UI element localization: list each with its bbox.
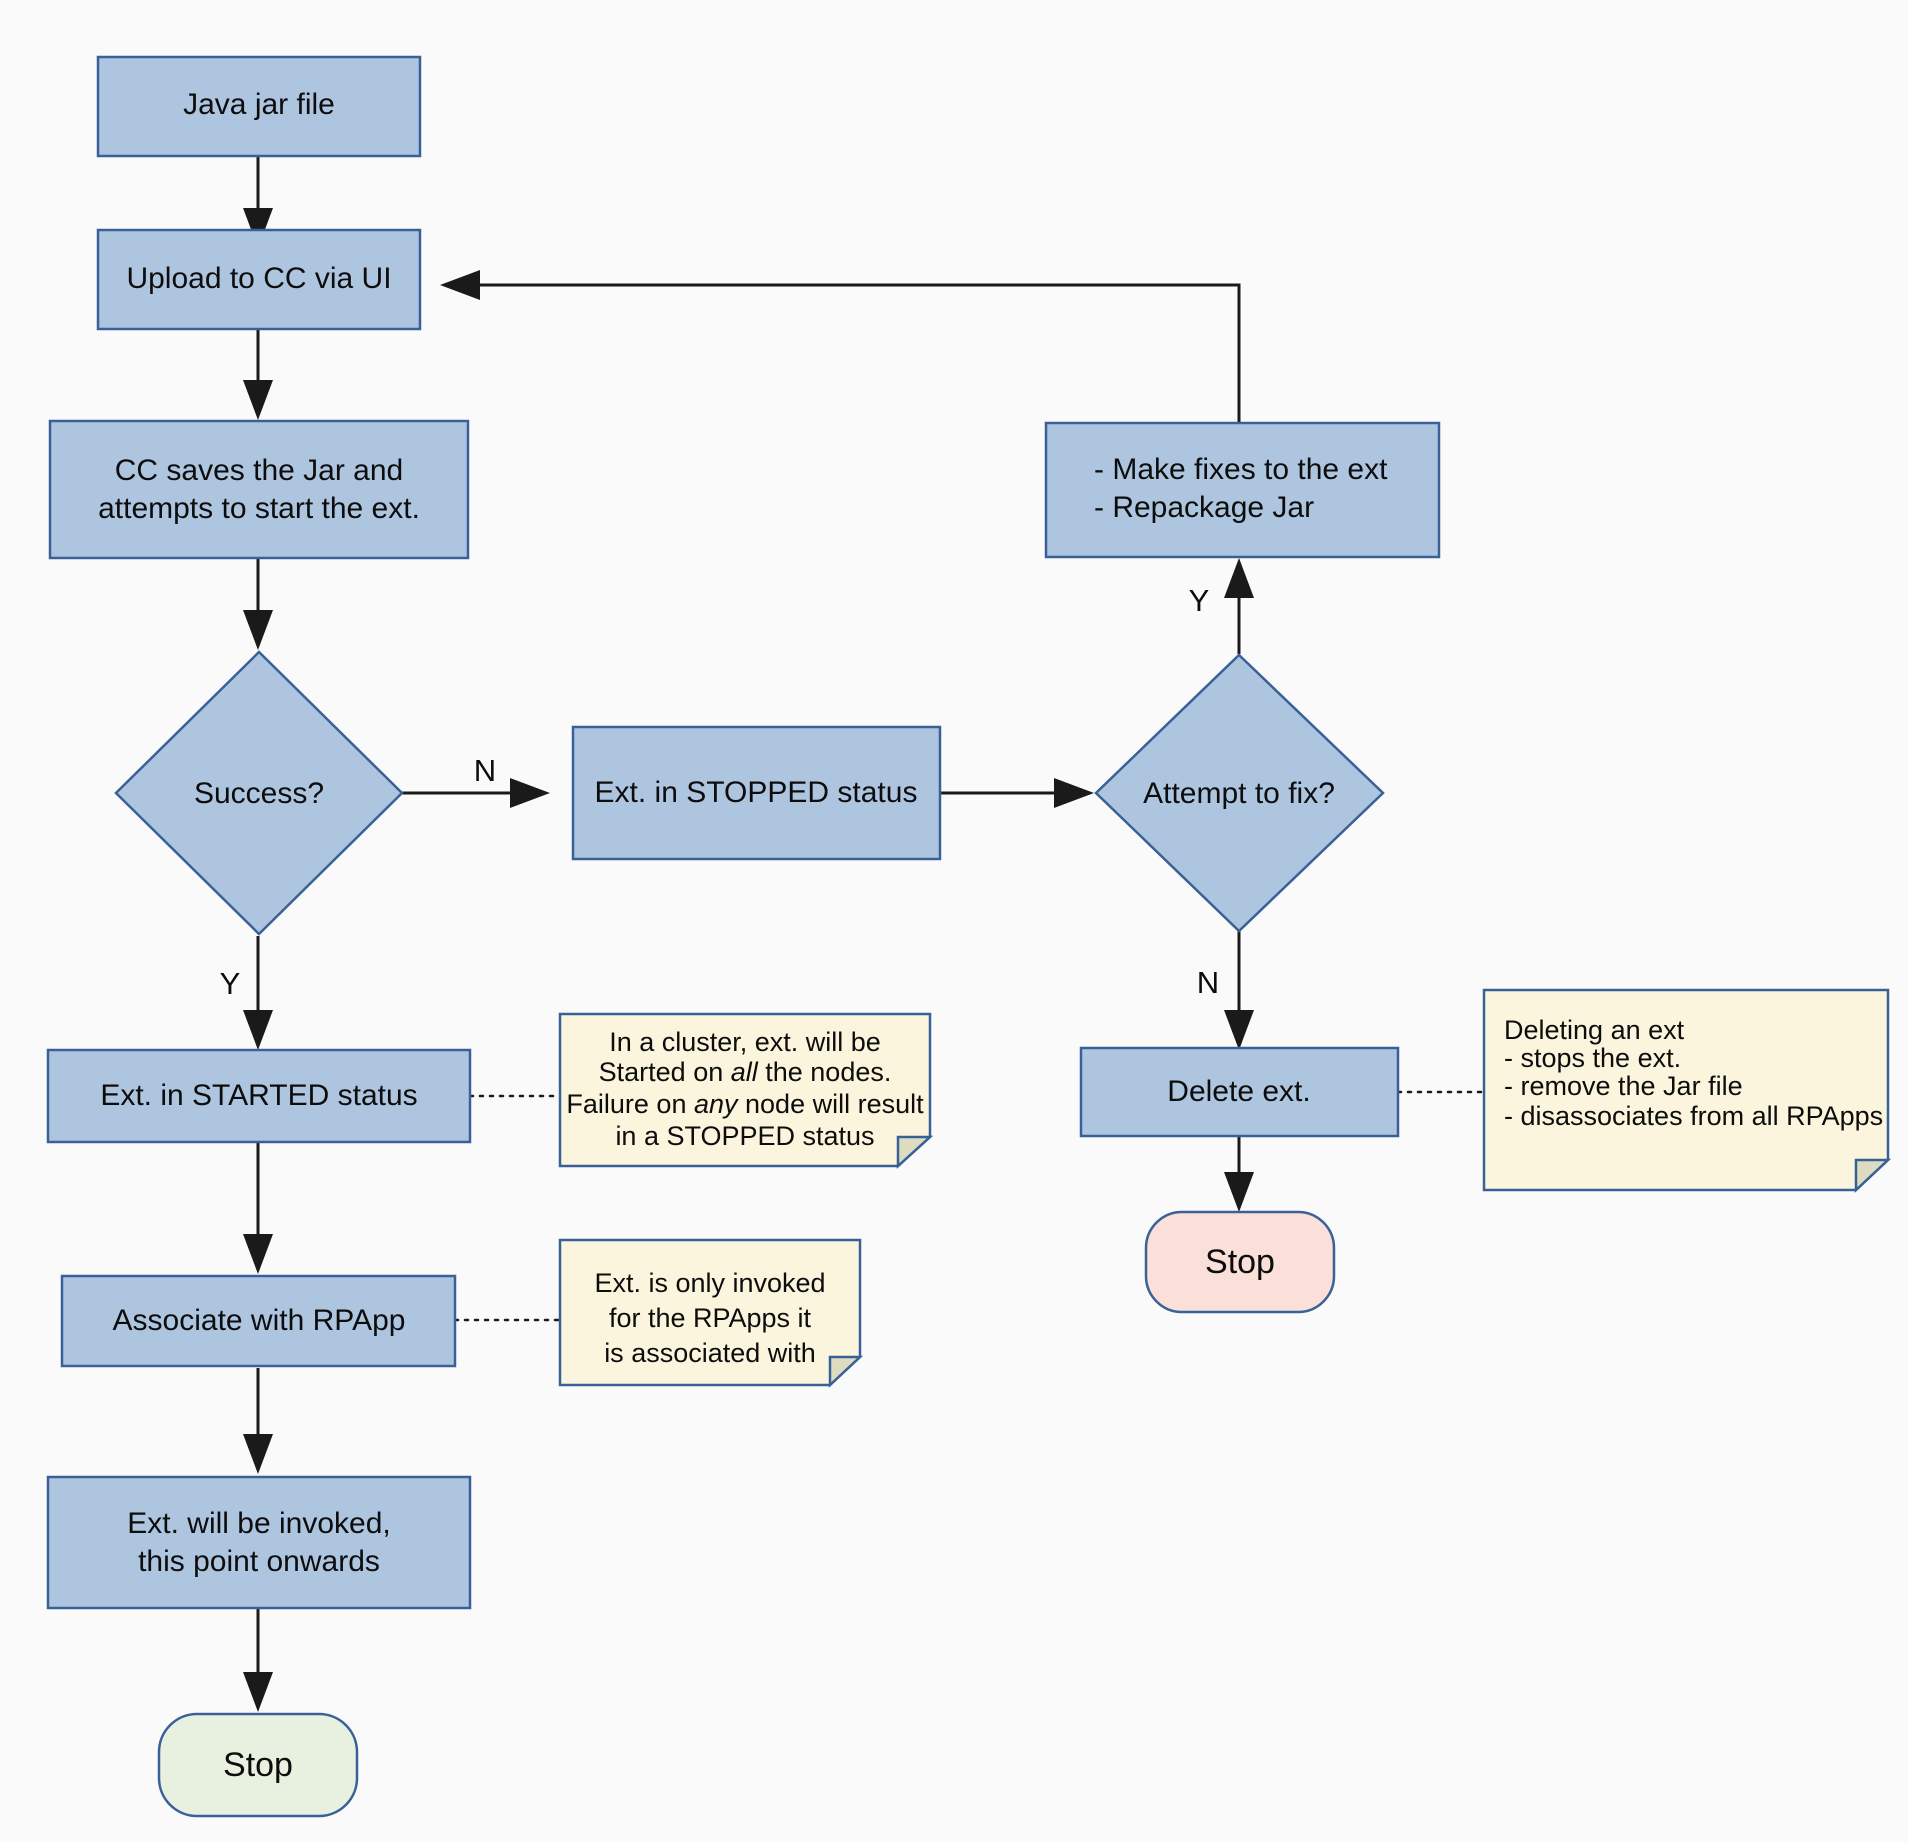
- node-box: [96, 55, 422, 158]
- edge-started-to-associate: [243, 1142, 273, 1274]
- node-label-line1: Ext. will be invoked,: [127, 1507, 390, 1540]
- note-line-3: - remove the Jar file: [1504, 1071, 1743, 1101]
- node-stop-left[interactable]: Stop: [157, 1712, 359, 1818]
- edge-attemptfix-no-to-delete: [1224, 930, 1254, 1050]
- arrowhead: [243, 1434, 273, 1474]
- note-line-2: - stops the ext.: [1504, 1043, 1681, 1073]
- arrowhead: [510, 778, 550, 808]
- node-make-fixes[interactable]: - Make fixes to the ext - Repackage Jar: [1044, 421, 1441, 559]
- node-label: Ext. in STARTED status: [100, 1079, 417, 1112]
- node-label: Associate with RPApp: [113, 1304, 406, 1337]
- arrowhead: [243, 1010, 273, 1050]
- node-attempt-to-fix-decision[interactable]: Attempt to fix?: [1094, 653, 1385, 933]
- note-line-1: Ext. is only invoked: [594, 1268, 825, 1298]
- edge-upload-to-ccsaves: [243, 330, 273, 420]
- note-fold-corner: [1854, 1158, 1892, 1193]
- node-box: [48, 419, 470, 560]
- node-box: [571, 725, 942, 861]
- node-label-line2: - Repackage Jar: [1094, 491, 1314, 524]
- node-label: Stop: [1205, 1243, 1275, 1281]
- arrowhead: [1054, 778, 1094, 808]
- note-line-2: for the RPApps it: [609, 1303, 812, 1333]
- node-label: Delete ext.: [1167, 1075, 1310, 1108]
- note-line-2-b: the nodes.: [758, 1057, 892, 1087]
- node-label-line2: attempts to start the ext.: [98, 492, 420, 525]
- node-box: [96, 228, 422, 331]
- note-line-3-b: node will result: [738, 1089, 925, 1119]
- note-line-1: In a cluster, ext. will be: [609, 1027, 881, 1057]
- node-diamond-shape: [1094, 653, 1385, 933]
- node-label: Success?: [194, 777, 324, 810]
- node-label: Ext. in STOPPED status: [595, 776, 918, 809]
- edge-success-yes-to-started: [243, 936, 273, 1050]
- edge-label-success-no: N: [474, 753, 496, 788]
- note-line-2: Started on all the nodes.: [599, 1057, 892, 1087]
- node-delete-ext[interactable]: Delete ext.: [1079, 1046, 1400, 1138]
- node-label: Upload to CC via UI: [126, 262, 391, 295]
- note-rpapp-invocation: Ext. is only invoked for the RPApps it i…: [558, 1238, 864, 1388]
- node-success-decision[interactable]: Success?: [114, 650, 404, 936]
- arrowhead: [243, 1234, 273, 1274]
- node-upload-to-cc[interactable]: Upload to CC via UI: [96, 228, 422, 331]
- arrowhead: [243, 380, 273, 420]
- note-delete-effects: Deleting an ext - stops the ext. - remov…: [1482, 988, 1892, 1193]
- node-box: [46, 1475, 472, 1610]
- node-box: [1079, 1046, 1400, 1138]
- note-line-4: - disassociates from all RPApps: [1504, 1101, 1883, 1131]
- arrowhead: [440, 270, 480, 300]
- arrowhead: [1224, 1010, 1254, 1050]
- note-line-3: Failure on any node will result: [566, 1089, 924, 1119]
- arrowhead: [1224, 1172, 1254, 1212]
- note-line-2-emphasis: all: [731, 1057, 759, 1087]
- note-fold-corner: [828, 1355, 864, 1388]
- node-label: Stop: [223, 1746, 293, 1784]
- terminator-shape: [1144, 1210, 1336, 1314]
- terminator-shape: [157, 1712, 359, 1818]
- note-line-4: in a STOPPED status: [615, 1121, 874, 1151]
- note-cluster-started: In a cluster, ext. will be Started on al…: [558, 1012, 934, 1169]
- node-label-line2: this point onwards: [138, 1545, 380, 1578]
- edge-invoked-to-stop-left: [243, 1608, 273, 1712]
- edge-success-no-to-stopped: [402, 778, 550, 808]
- note-line-3-a: Failure on: [566, 1089, 694, 1119]
- node-label: Attempt to fix?: [1143, 777, 1335, 810]
- edge-delete-to-stop-right: [1224, 1134, 1254, 1212]
- edge-makefixes-to-upload: [440, 270, 1241, 425]
- node-label-line1: CC saves the Jar and: [115, 454, 403, 487]
- edge-jar-to-upload: [243, 156, 273, 248]
- arrowhead: [243, 1672, 273, 1712]
- edge-associate-to-invoked: [243, 1368, 273, 1474]
- node-ext-started-status[interactable]: Ext. in STARTED status: [46, 1048, 472, 1144]
- node-diamond-shape: [114, 650, 404, 936]
- node-associate-with-rpapp[interactable]: Associate with RPApp: [60, 1274, 457, 1368]
- node-cc-saves-jar[interactable]: CC saves the Jar and attempts to start t…: [48, 419, 470, 560]
- node-stop-right[interactable]: Stop: [1144, 1210, 1336, 1314]
- node-java-jar-file[interactable]: Java jar file: [96, 55, 422, 158]
- edge-label-fix-yes: Y: [1189, 583, 1210, 618]
- note-line-1: Deleting an ext: [1504, 1015, 1685, 1045]
- arrowhead: [243, 610, 273, 650]
- arrowhead: [243, 208, 273, 248]
- node-label-line1: - Make fixes to the ext: [1094, 453, 1388, 486]
- note-line-2-a: Started on: [599, 1057, 731, 1087]
- node-box: [46, 1048, 472, 1144]
- edge-label-success-yes: Y: [220, 966, 241, 1001]
- node-box: [60, 1274, 457, 1368]
- node-ext-stopped-status[interactable]: Ext. in STOPPED status: [571, 725, 942, 861]
- arrowhead: [1224, 558, 1254, 598]
- node-label: Java jar file: [183, 88, 335, 121]
- node-box: [1044, 421, 1441, 559]
- node-ext-invoked[interactable]: Ext. will be invoked, this point onwards: [46, 1475, 472, 1610]
- edge-attemptfix-yes-to-makefixes: [1224, 558, 1254, 654]
- note-line-3-emphasis: any: [694, 1089, 739, 1119]
- edge-label-fix-no: N: [1197, 965, 1219, 1000]
- edge-ccsaves-to-success: [243, 558, 273, 650]
- edge-stopped-to-attemptfix: [940, 778, 1094, 808]
- note-line-3: is associated with: [604, 1338, 816, 1368]
- note-fold-corner: [896, 1135, 934, 1169]
